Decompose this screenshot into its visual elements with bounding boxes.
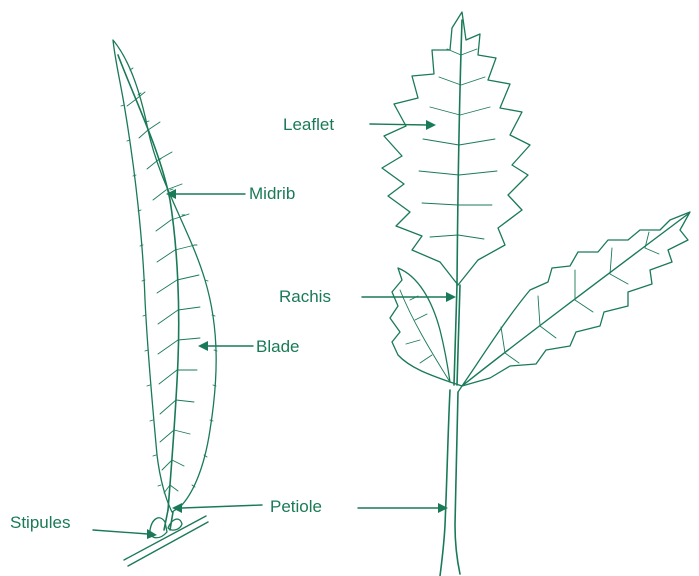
leaflet-arrow [370, 124, 428, 125]
label-midrib: Midrib [249, 184, 295, 204]
label-stipules: Stipules [10, 513, 70, 533]
label-petiole: Petiole [270, 497, 322, 517]
label-leaflet: Leaflet [283, 115, 334, 135]
leaflet-junction [450, 382, 462, 392]
left-leaflet-outline [390, 268, 450, 382]
stipules-arrow [93, 530, 148, 534]
left-leaflet-veins [400, 290, 450, 382]
label-rachis: Rachis [279, 287, 331, 307]
simple-leaf-blade-outline [113, 40, 216, 512]
simple-leaf-serration [121, 68, 217, 487]
compound-leaf-petiole [440, 390, 460, 576]
simple-leaf [113, 40, 217, 566]
label-blade: Blade [256, 337, 299, 357]
compound-leaf [382, 12, 690, 576]
simple-leaf-veins [127, 92, 200, 493]
petiole-arrow-left [182, 505, 262, 508]
terminal-leaflet-midrib [457, 20, 462, 285]
compound-leaf-rachis [454, 285, 460, 385]
